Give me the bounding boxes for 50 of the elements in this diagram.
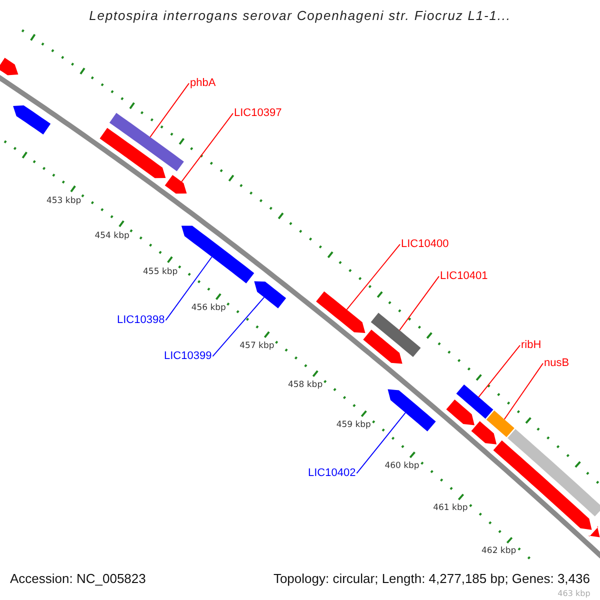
leader-line — [346, 244, 400, 310]
gene-feature — [363, 330, 402, 364]
leader-line — [504, 362, 544, 420]
gene-feature — [388, 389, 436, 432]
gene-feature — [588, 526, 600, 538]
leader-line — [478, 344, 520, 398]
gene-band — [486, 410, 514, 438]
gene-label: ribH — [521, 339, 542, 352]
scale-label: 455 kbp — [143, 268, 178, 278]
scale-label: 462 kbp — [482, 547, 516, 557]
leader-line — [165, 256, 212, 321]
gene-feature — [316, 291, 366, 333]
gene-feature — [254, 281, 286, 308]
genome-stats-text: Topology: circular; Length: 4,277,185 bp; Genes: 3,436 — [273, 572, 590, 587]
gene-feature — [13, 105, 51, 134]
scale-label: 459 kbp — [336, 421, 371, 431]
scale-label: 453 kbp — [46, 197, 82, 207]
gene-feature — [446, 400, 475, 426]
gene-label: LIC10399 — [164, 350, 212, 363]
gene-band — [508, 429, 600, 516]
leader-line — [181, 112, 234, 182]
gene-band — [456, 384, 494, 419]
gene-feature — [493, 440, 592, 530]
leader-line — [212, 296, 265, 357]
scale-label: 460 kbp — [384, 462, 420, 472]
gene-feature — [471, 421, 497, 444]
scale-label: 463 kbp — [558, 589, 590, 598]
gene-label: phbA — [190, 77, 216, 90]
leader-line — [150, 82, 190, 138]
gene-feature — [164, 174, 187, 194]
gene-band — [370, 312, 421, 358]
gene-band — [109, 112, 184, 172]
gene-label: LIC10397 — [234, 107, 282, 120]
gene-feature — [100, 128, 166, 178]
scale-label: 458 kbp — [288, 381, 323, 391]
leader-line — [399, 276, 440, 331]
scale-label: 456 kbp — [191, 304, 226, 314]
gene-feature — [0, 58, 18, 76]
gene-label: LIC10398 — [117, 314, 165, 327]
gene-label: LIC10401 — [440, 270, 488, 283]
gene-label: nusB — [544, 357, 570, 370]
scale-label: 454 kbp — [94, 232, 130, 242]
leader-line — [356, 412, 406, 474]
accession-text: Accession: NC_005823 — [10, 572, 146, 587]
scale-label: 457 kbp — [240, 342, 274, 352]
map-title: Leptospira interrogans serovar Copenhageni str. Fiocruz L1-1... — [88, 9, 512, 24]
scale-label: 461 kbp — [433, 504, 468, 514]
gene-label: LIC10400 — [401, 238, 449, 251]
gene-feature — [181, 226, 254, 284]
gene-label: LIC10402 — [308, 467, 356, 480]
